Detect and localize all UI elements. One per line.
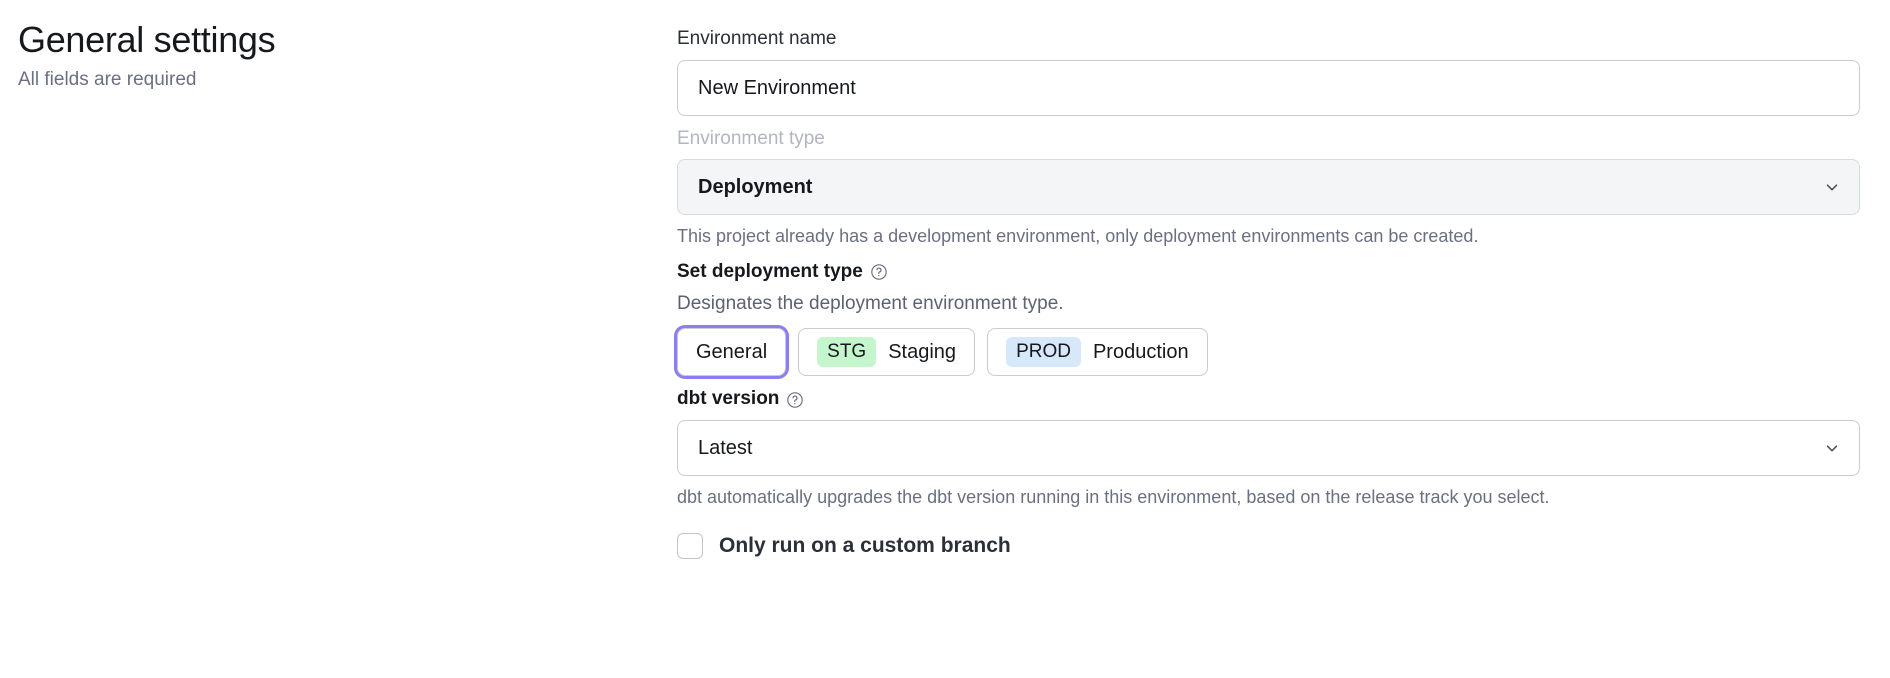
deployment-type-option-staging[interactable]: STG Staging — [798, 327, 976, 376]
help-circle-icon[interactable] — [786, 391, 804, 409]
page-title: General settings — [18, 19, 276, 60]
environment-type-label-text: Environment type — [677, 127, 825, 149]
deployment-type-option-staging-label: Staging — [888, 340, 957, 363]
chevron-down-icon — [1823, 178, 1841, 196]
environment-name-label-text: Environment name — [677, 28, 837, 49]
deployment-type-label: Set deployment type — [677, 259, 1860, 285]
section-header: General settings All fields are required — [18, 18, 578, 93]
dbt-version-label: dbt version — [677, 386, 1860, 412]
custom-branch-label: Only run on a custom branch — [719, 534, 1011, 558]
environment-type-select[interactable]: Deployment — [677, 159, 1860, 216]
staging-badge: STG — [817, 336, 877, 367]
deployment-type-option-general[interactable]: General — [677, 327, 787, 376]
environment-name-label: Environment name — [677, 26, 1860, 52]
environment-name-value: New Environment — [698, 76, 856, 99]
deployment-type-description: Designates the deployment environment ty… — [677, 293, 1064, 315]
settings-form: Environment name New Environment Environ… — [677, 26, 1860, 559]
production-badge: PROD — [1006, 336, 1081, 367]
deployment-type-option-production-label: Production — [1092, 340, 1189, 363]
deployment-type-options: General STG Staging PROD Production — [677, 327, 1860, 376]
chevron-down-icon — [1823, 439, 1841, 457]
field-deployment-type: Set deployment type Designates the deplo… — [677, 259, 1860, 376]
environment-type-helper: This project already has a development e… — [677, 226, 1479, 247]
page-subtitle: All fields are required — [18, 68, 197, 90]
field-dbt-version: dbt version Latest dbt automatica — [677, 386, 1860, 509]
dbt-version-label-text: dbt version — [677, 387, 780, 409]
spacer — [677, 376, 1860, 386]
field-environment-type: Environment type Deployment This project… — [677, 126, 1860, 249]
deployment-type-label-text: Set deployment type — [677, 260, 863, 282]
environment-type-label: Environment type — [677, 126, 1860, 152]
environment-type-value: Deployment — [698, 176, 813, 199]
custom-branch-checkbox[interactable] — [677, 532, 703, 559]
spacer — [677, 116, 1860, 126]
deployment-type-option-general-label: General — [696, 340, 768, 363]
deployment-type-option-production[interactable]: PROD Production — [987, 327, 1208, 376]
custom-branch-row[interactable]: Only run on a custom branch — [677, 532, 1860, 559]
spacer — [677, 249, 1860, 259]
environment-name-input[interactable]: New Environment — [677, 59, 1860, 116]
dbt-version-select[interactable]: Latest — [677, 419, 1860, 476]
help-circle-icon[interactable] — [870, 263, 888, 281]
dbt-version-helper: dbt automatically upgrades the dbt versi… — [677, 486, 1550, 507]
field-environment-name: Environment name New Environment — [677, 26, 1860, 116]
dbt-version-value: Latest — [698, 436, 753, 459]
